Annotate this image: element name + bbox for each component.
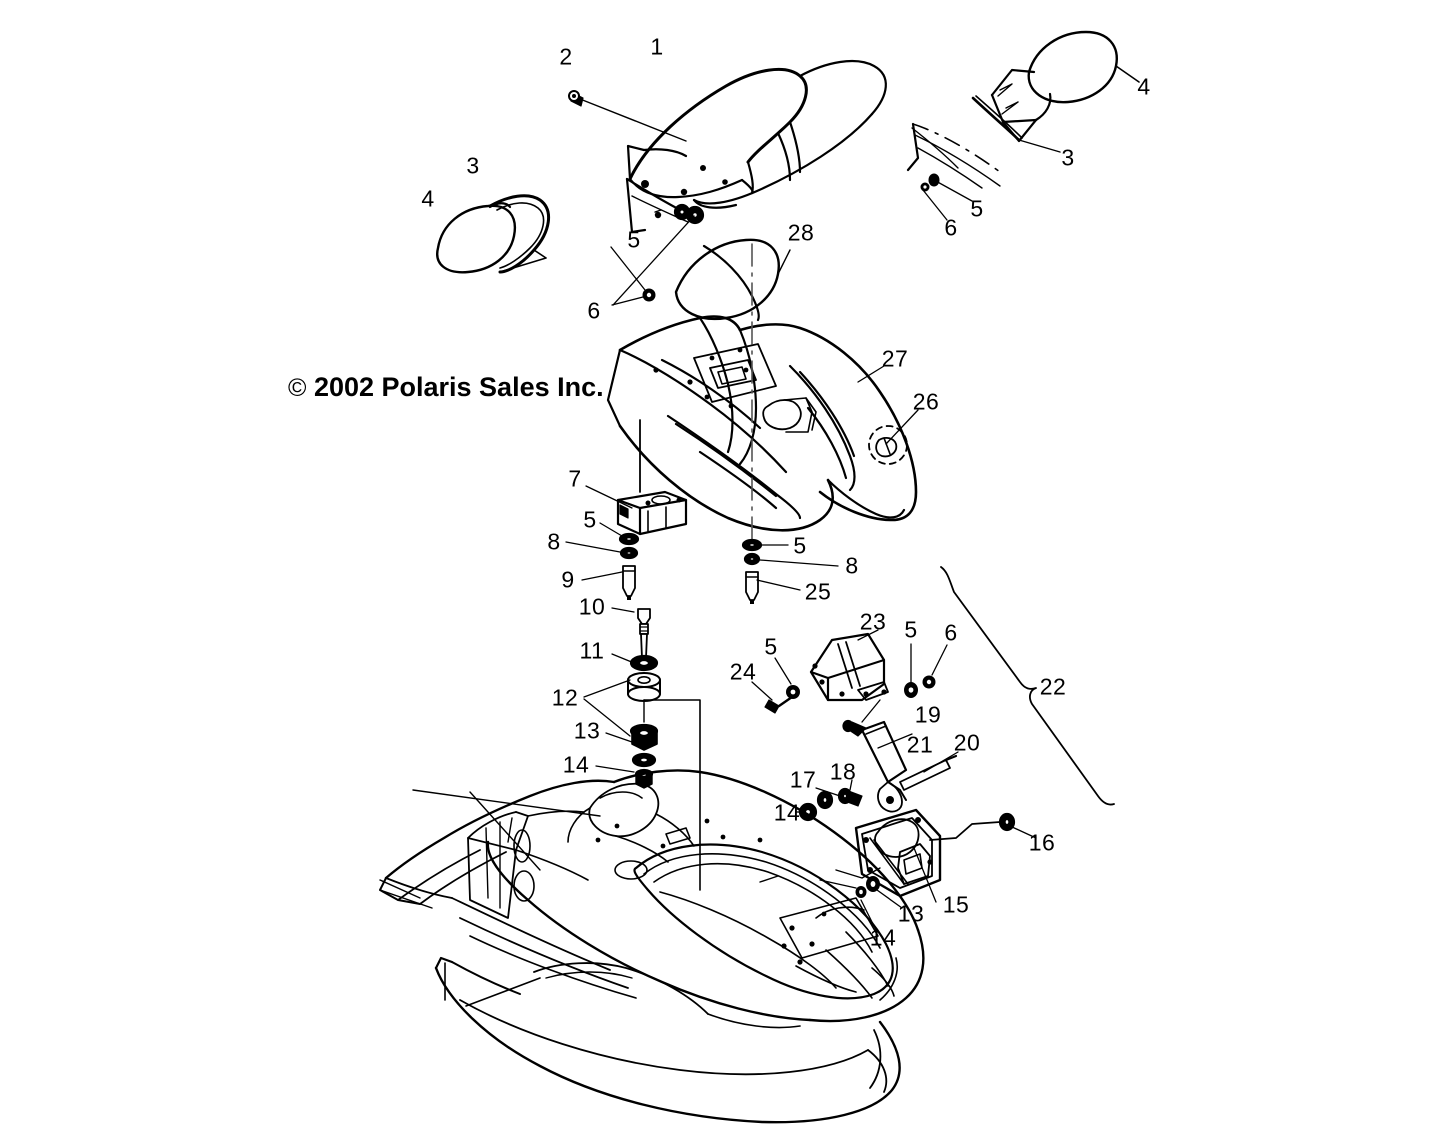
part-clip-16 bbox=[929, 812, 1037, 841]
callout-number-25: 25 bbox=[804, 578, 832, 605]
callout-number-1: 1 bbox=[650, 33, 664, 60]
callout-number-3: 3 bbox=[1061, 144, 1075, 171]
callout-number-18: 18 bbox=[829, 758, 857, 785]
hardware-stack-left bbox=[618, 532, 640, 600]
callout-number-5: 5 bbox=[627, 226, 641, 253]
callout-number-16: 16 bbox=[1028, 829, 1056, 856]
callout-number-13: 13 bbox=[573, 717, 601, 744]
part-cap-28 bbox=[674, 238, 791, 322]
callout-number-8: 8 bbox=[547, 528, 561, 555]
hardware-stack-center bbox=[627, 608, 661, 789]
part-mirror-arm-3-left bbox=[488, 194, 550, 274]
part-latch-plate-15 bbox=[854, 808, 942, 898]
callout-number-5: 5 bbox=[904, 616, 918, 643]
part-strut-19 bbox=[842, 719, 908, 813]
fasteners-5-6-right bbox=[920, 173, 940, 192]
callout-number-4: 4 bbox=[421, 185, 435, 212]
callout-number-14: 14 bbox=[869, 924, 897, 951]
callout-number-14: 14 bbox=[562, 751, 590, 778]
callout-number-19: 19 bbox=[914, 701, 942, 728]
callout-number-6: 6 bbox=[587, 297, 601, 324]
callout-number-21: 21 bbox=[906, 731, 934, 758]
callout-number-4: 4 bbox=[1137, 73, 1151, 100]
callout-number-24: 24 bbox=[729, 658, 757, 685]
callout-number-20: 20 bbox=[953, 729, 981, 756]
callout-number-15: 15 bbox=[942, 891, 970, 918]
part-mirror-right-4 bbox=[990, 30, 1140, 143]
callout-number-8: 8 bbox=[845, 552, 859, 579]
part-windshield-1 bbox=[626, 59, 887, 209]
part-latch-7 bbox=[616, 490, 688, 536]
callout-number-5: 5 bbox=[583, 506, 597, 533]
callout-number-6: 6 bbox=[944, 619, 958, 646]
hardware-stack-right bbox=[741, 538, 763, 604]
callout-number-14: 14 bbox=[773, 799, 801, 826]
part-bracket-23 bbox=[809, 632, 889, 702]
part-fastener-2 bbox=[568, 90, 687, 142]
part-pin-20 bbox=[899, 754, 958, 791]
callout-number-27: 27 bbox=[881, 345, 909, 372]
hardware-17-18 bbox=[798, 787, 863, 822]
copyright-notice: © 2002 Polaris Sales Inc. bbox=[288, 372, 604, 403]
mirror-base-right bbox=[906, 122, 1001, 189]
callout-number-26: 26 bbox=[912, 388, 940, 415]
callout-number-5: 5 bbox=[793, 532, 807, 559]
callout-number-3: 3 bbox=[466, 152, 480, 179]
callout-number-5: 5 bbox=[764, 633, 778, 660]
part-mirror-left-4 bbox=[436, 202, 517, 274]
callout-number-9: 9 bbox=[561, 566, 575, 593]
part-fuel-cap-26 bbox=[868, 425, 908, 465]
fasteners-5-6-mid bbox=[642, 288, 656, 302]
part-screw-24 bbox=[764, 695, 794, 714]
callout-number-28: 28 bbox=[787, 219, 815, 246]
callout-number-5: 5 bbox=[970, 195, 984, 222]
callout-number-6: 6 bbox=[944, 214, 958, 241]
callout-number-12: 12 bbox=[551, 684, 579, 711]
copyright-symbol: © bbox=[288, 374, 307, 402]
callout-number-23: 23 bbox=[859, 608, 887, 635]
callout-number-13: 13 bbox=[897, 900, 925, 927]
part-hull-deck bbox=[379, 769, 925, 1124]
callout-number-17: 17 bbox=[789, 766, 817, 793]
callout-number-2: 2 bbox=[559, 43, 573, 70]
callout-number-10: 10 bbox=[578, 593, 606, 620]
callout-number-7: 7 bbox=[568, 465, 582, 492]
bracket-22 bbox=[940, 566, 1115, 806]
callout-number-11: 11 bbox=[579, 637, 605, 664]
copyright-text: 2002 Polaris Sales Inc. bbox=[313, 372, 604, 402]
callout-number-22: 22 bbox=[1039, 673, 1067, 700]
fasteners-5-top bbox=[673, 203, 705, 225]
part-mirror-arm-3-right bbox=[971, 95, 1061, 153]
